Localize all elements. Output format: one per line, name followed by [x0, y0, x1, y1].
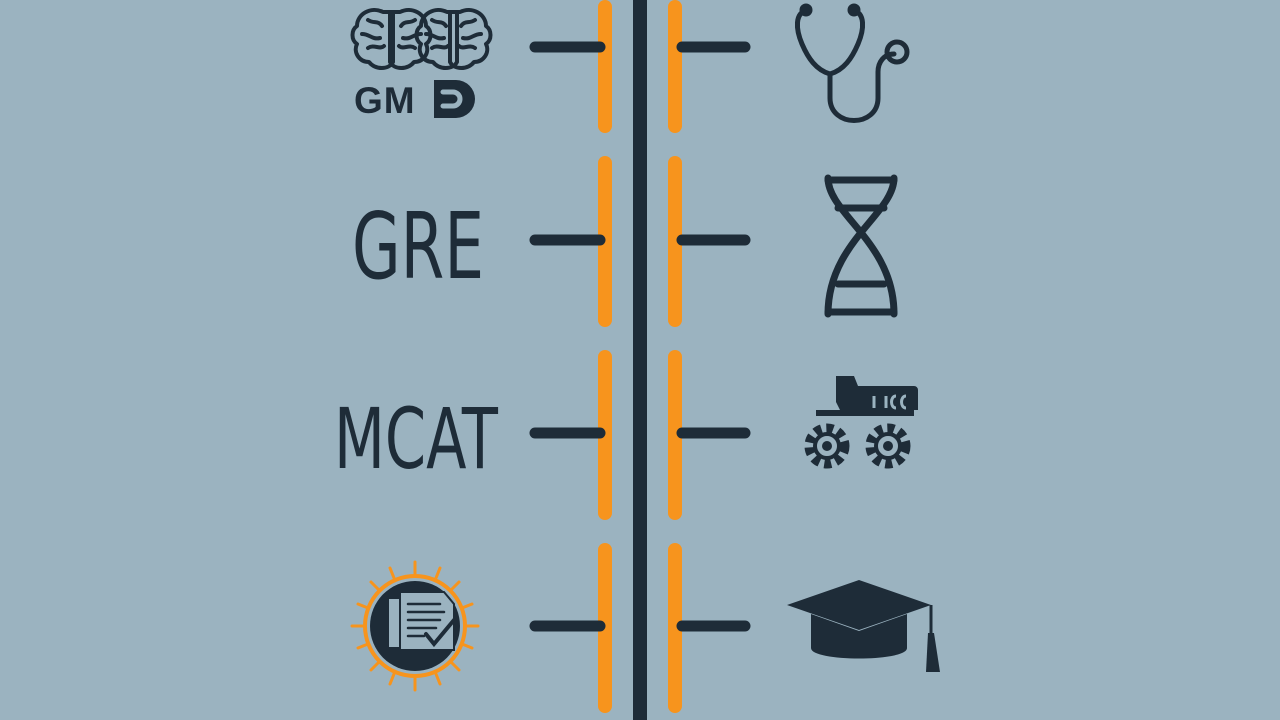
- gears-machine-icon: [804, 376, 918, 469]
- left-connectors: [529, 41, 606, 632]
- sun-document-icon: [350, 560, 480, 692]
- gre-label: GRE: [352, 193, 484, 300]
- right-connectors: [676, 41, 751, 632]
- gmat-logo-mark: [434, 80, 475, 118]
- stethoscope-icon: [795, 3, 910, 123]
- dna-helix-icon: [824, 174, 898, 318]
- left-accent-rail: [598, 0, 612, 713]
- mcat-label: MCAT: [334, 390, 498, 488]
- right-accent-rail: [668, 0, 682, 713]
- brain-icon: [350, 7, 493, 70]
- gmat-label: GM: [354, 80, 416, 121]
- graduation-cap-icon: [787, 580, 940, 672]
- center-spine: [633, 0, 647, 720]
